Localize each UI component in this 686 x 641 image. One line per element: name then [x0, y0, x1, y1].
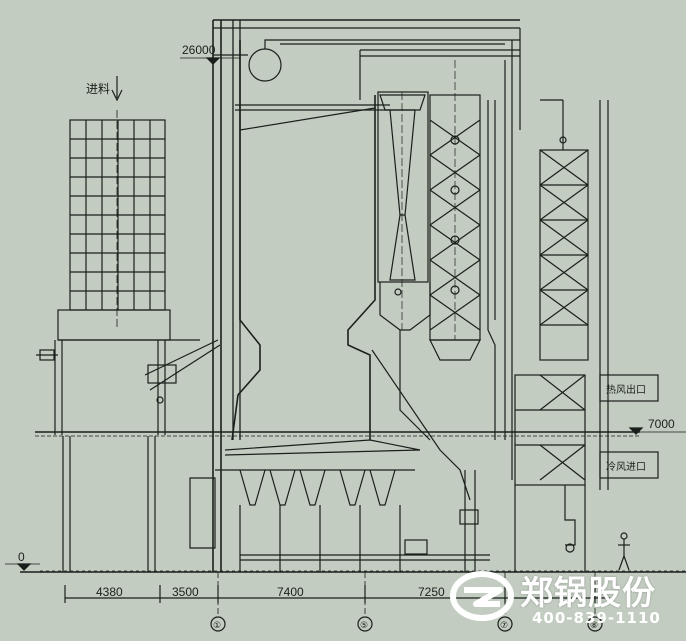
- axis-marker-label: ⑦: [500, 621, 508, 631]
- brand-logo-icon: [450, 571, 514, 621]
- elevation-mid-label: 7000: [648, 417, 675, 431]
- cold-air-inlet-label: 冷风进口: [606, 460, 646, 473]
- feed-label: 进料: [86, 82, 110, 96]
- brand-name: 郑锅股份: [520, 573, 656, 612]
- feed-arrowhead: [111, 89, 123, 102]
- air-preheater-stack: [514, 99, 589, 486]
- axis-marker-circle: [210, 616, 226, 632]
- lower-columns-left: [62, 436, 156, 572]
- hot-air-outlet-box: [599, 374, 659, 402]
- brand-phone: 400-839-1110: [532, 609, 661, 627]
- dimension-label: 3500: [172, 585, 199, 599]
- furnace-rear-wall: [347, 95, 376, 440]
- human-scale-figure: [618, 532, 630, 571]
- brand-watermark: 郑锅股份 400-839-1110: [438, 562, 686, 641]
- hot-air-outlet-label: 热风出口: [606, 383, 646, 396]
- furnace-front-wall: [231, 40, 261, 441]
- axis-marker-circle: [357, 616, 373, 632]
- furnace-roof: [239, 107, 376, 131]
- bunker-support-frame: [36, 309, 221, 435]
- dimension-label: 4380: [96, 585, 123, 599]
- dimension-label: 7250: [418, 585, 445, 599]
- elevation-marker-top: [205, 57, 221, 65]
- riser-pipes: [359, 28, 521, 480]
- axis-marker-circle: [497, 616, 513, 632]
- elevation-ground-label: 0: [18, 550, 25, 564]
- standpipe: [399, 330, 431, 441]
- elevation-marker-mid: [628, 427, 644, 435]
- feed-bunker-grid: [69, 110, 166, 330]
- axis-marker-circle: [587, 616, 603, 632]
- convection-pass: [429, 60, 481, 361]
- return-leg: [371, 349, 471, 501]
- axis-marker-label: ①: [213, 621, 221, 631]
- lower-floor-frame: [239, 470, 490, 572]
- axis-marker-label: ⑤: [360, 621, 368, 631]
- dimension-label: 7400: [277, 585, 304, 599]
- axis-marker-label: ⑧: [590, 621, 598, 631]
- elevation-marker-ground: [16, 563, 32, 571]
- elevation-top-label: 26000: [182, 43, 216, 57]
- cold-air-inlet-box: [599, 451, 659, 479]
- lower-hoppers: [189, 439, 421, 549]
- top-pipe: [264, 39, 520, 49]
- cyclone-separator: [377, 91, 431, 331]
- steam-drum: [248, 48, 282, 82]
